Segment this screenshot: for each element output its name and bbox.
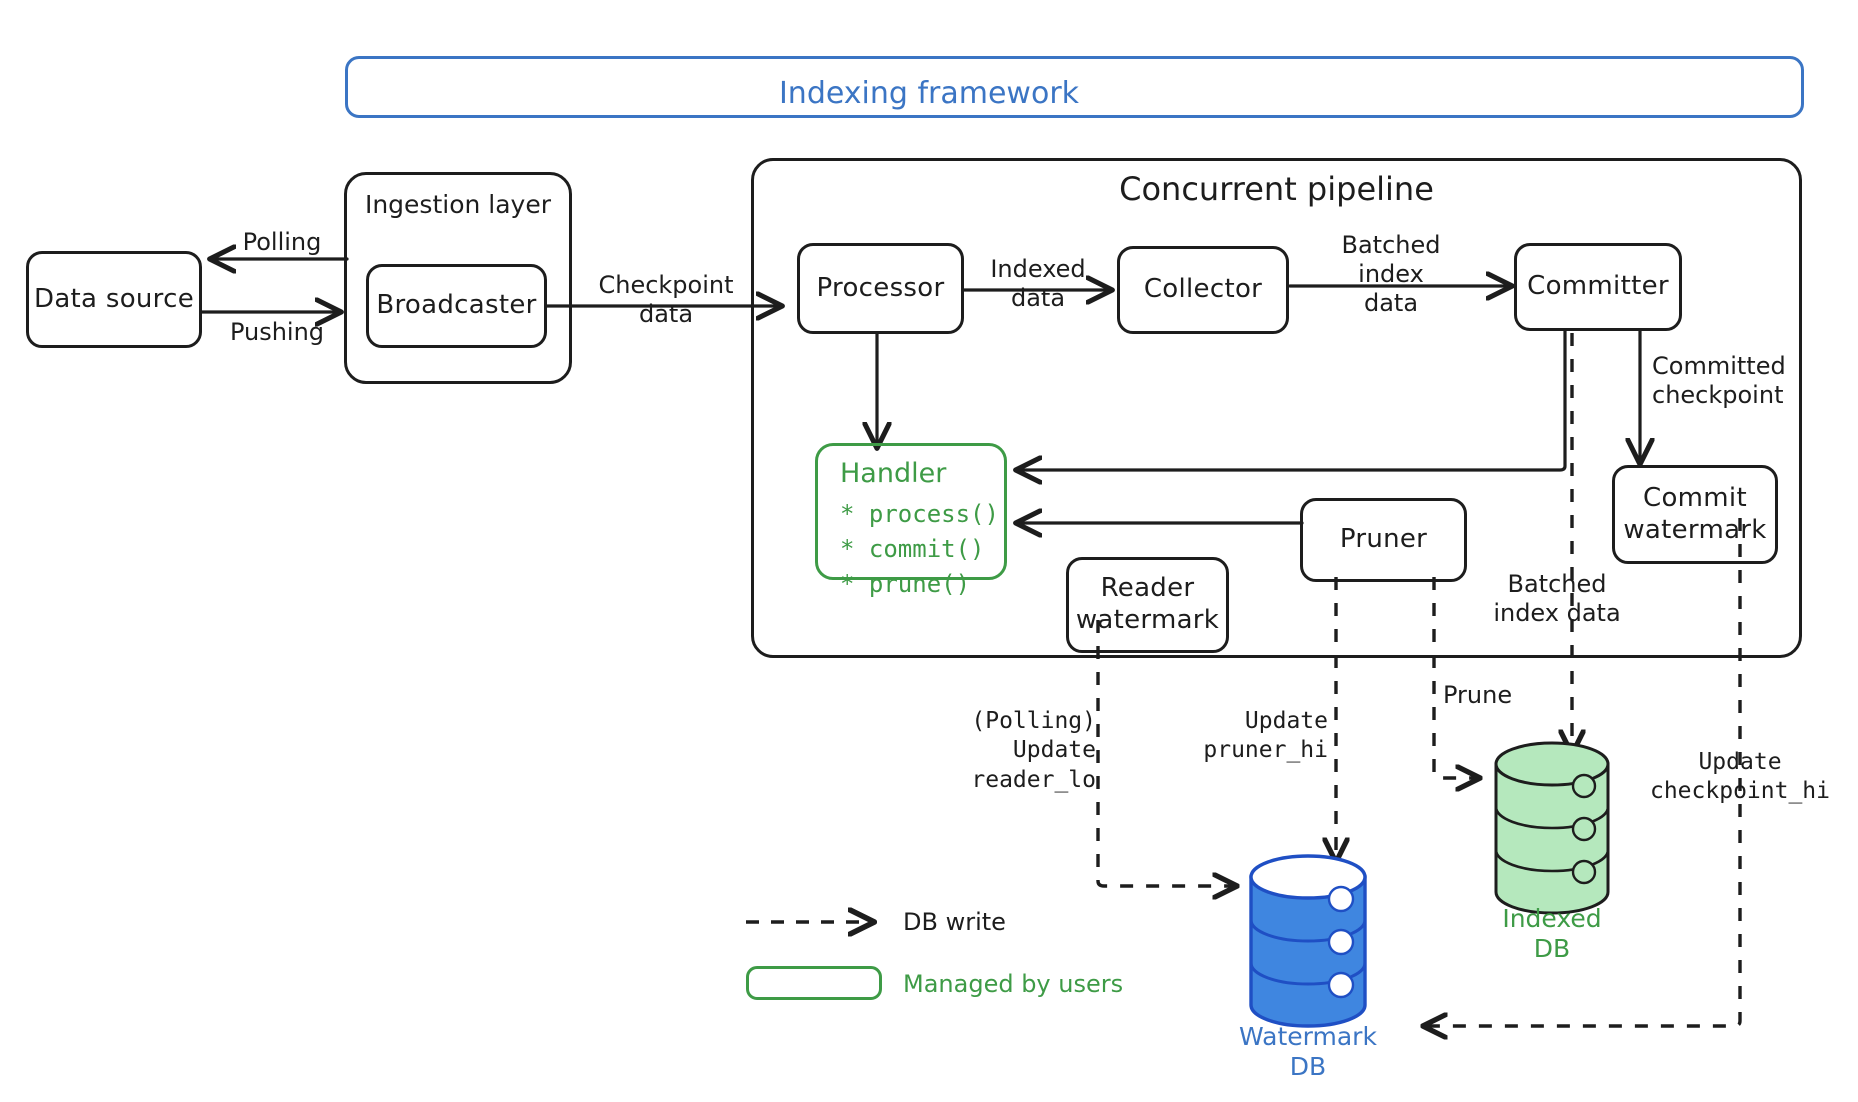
handler-title: Handler [840,458,947,489]
node-data-source[interactable]: Data source [26,251,202,348]
node-collector[interactable]: Collector [1117,246,1289,334]
edge-label-batched-index-data-db: Batched index data [1493,570,1621,627]
edge-label-committed-checkpoint: Committed checkpoint [1652,352,1786,409]
watermark-db-label: Watermark DB [1239,1022,1377,1081]
node-collector-label: Collector [1143,274,1263,305]
node-processor[interactable]: Processor [797,243,964,334]
node-handler[interactable]: Handler * process() * commit() * prune() [815,443,1007,598]
edge-label-update-pruner-hi: Update pruner_hi [1203,708,1328,764]
handler-method-commit: * commit() [840,534,985,563]
node-processor-label: Processor [816,272,945,303]
edge-label-update-checkpoint-hi: Update checkpoint_hi [1649,749,1830,805]
edge-update-checkpoint-hi [1425,518,1742,1026]
concurrent-pipeline-title: Concurrent pipeline [1119,170,1434,208]
indexing-framework-title: Indexing framework [778,76,1080,111]
legend-managed-by-users-label: Managed by users [903,970,1124,998]
edge-label-polling: Polling [242,228,322,256]
node-commit-watermark[interactable]: Commit watermark [1612,465,1778,564]
node-data-source-label: Data source [34,283,194,314]
node-reader-watermark-label: Reader watermark [1075,573,1220,635]
node-commit-watermark-label: Commit watermark [1623,482,1767,545]
node-reader-watermark[interactable]: Reader watermark [1066,557,1229,653]
indexed-db-cylinder [1494,741,1610,915]
indexing-framework-box [345,56,1804,118]
watermark-db-cylinder [1249,854,1367,1028]
edge-update-reader-lo [1096,620,1235,886]
handler-method-process: * process() [840,500,999,528]
legend-managed-swatch [746,966,882,1000]
legend-db-write-label: DB write [903,908,1006,936]
node-broadcaster-label: Broadcaster [376,290,537,321]
edge-committer-handler [1018,328,1567,470]
edge-label-checkpoint-data: Checkpoint data [598,271,734,328]
node-committer-label: Committer [1527,271,1669,302]
handler-method-prune: * prune() [840,569,971,598]
indexed-db-label: Indexed DB [1502,904,1602,963]
node-pruner[interactable]: Pruner [1300,498,1467,582]
ingestion-layer-box [344,172,572,384]
edge-label-batched-index-data: Batched index data [1341,231,1441,317]
concurrent-pipeline-box [751,158,1802,658]
ingestion-layer-title: Ingestion layer [364,190,552,219]
edge-label-indexed-data: Indexed data [990,255,1086,312]
edge-label-prune: Prune [1443,681,1513,709]
node-committer[interactable]: Committer [1514,243,1682,331]
edge-label-update-reader-lo: (Polling) Update reader_lo [971,708,1096,793]
node-broadcaster[interactable]: Broadcaster [366,264,547,348]
edge-label-pushing: Pushing [229,318,325,346]
node-pruner-label: Pruner [1339,524,1428,555]
